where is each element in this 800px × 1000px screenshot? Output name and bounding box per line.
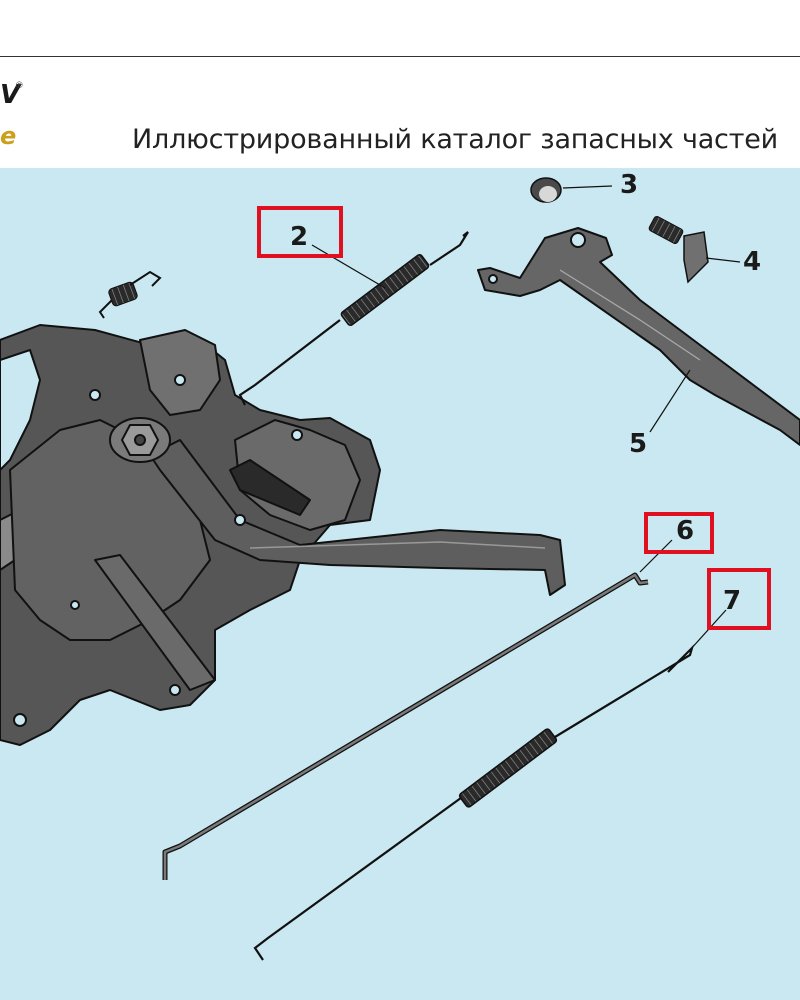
callout-label-4: 4 [743,247,762,277]
callout-label-7: 7 [723,586,742,616]
callout-label-5: 5 [629,429,648,459]
spring-part-2 [238,231,469,406]
brand-logo: V ® e [0,70,40,160]
callout-label-6: 6 [676,516,695,546]
spring-part-7 [253,609,727,961]
highlight-box-7 [707,568,771,630]
header-divider [0,56,800,57]
highlight-box-6 [644,512,714,554]
callout-label-2: 2 [290,222,309,252]
logo-letter-bottom: e [0,122,17,150]
torsion-spring [98,270,162,319]
logo-letter-top: V [0,80,21,110]
page-title: Иллюстрированный каталог запасных частей [132,124,778,155]
callout-label-3: 3 [620,170,639,200]
lever-part-5 [477,227,800,446]
logo-registered-mark: ® [16,80,23,90]
highlight-box-2 [257,206,343,258]
bolt-part-4 [648,215,741,284]
nut-part-3 [530,177,613,203]
pedal-bracket-assembly [0,324,566,746]
rod-part-6 [162,539,673,880]
